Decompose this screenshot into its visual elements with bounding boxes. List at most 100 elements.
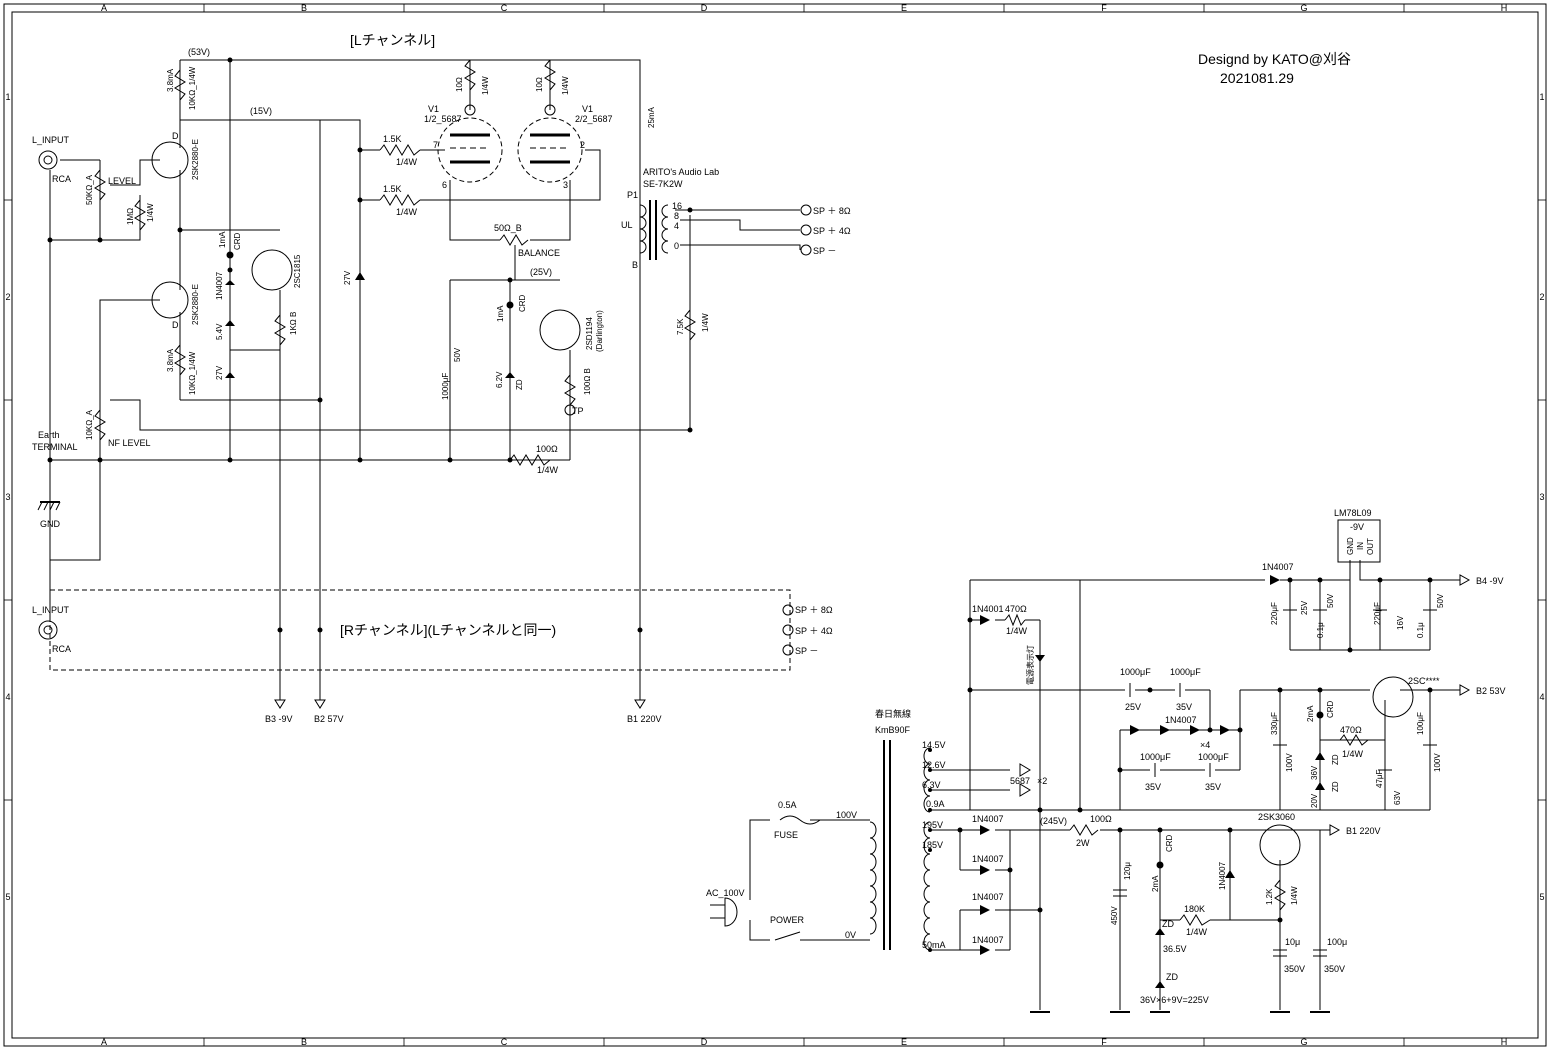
- cap-v-label: 100V: [1433, 753, 1442, 772]
- b2-rail-label: B2 57V: [314, 714, 344, 724]
- reg-pin: OUT: [1366, 538, 1375, 555]
- crd-label: CRD: [1326, 700, 1335, 718]
- r100-w-label: 2W: [1076, 838, 1090, 848]
- r470-label: 470Ω: [1005, 604, 1027, 614]
- ccs-tr-label: 2SD1194: [585, 317, 594, 350]
- cap-v-label: 450V: [1110, 906, 1119, 925]
- col-label: D: [701, 3, 708, 13]
- r-sp4-label: SP ＋ 4Ω: [795, 626, 833, 636]
- balance-label: BALANCE: [518, 248, 560, 258]
- spm-label: SP －: [813, 246, 836, 256]
- col-label: H: [1501, 1037, 1508, 1047]
- brand-label: ARITO's Audio Lab: [643, 167, 719, 177]
- r10-w-label: 1/4W: [561, 76, 570, 95]
- cap-v-label: 16V: [1396, 615, 1405, 630]
- cap-label: 1000μF: [1140, 752, 1171, 762]
- r-bot-label: 10KΩ_1/4W: [188, 351, 197, 395]
- reg-pin: GND: [1346, 537, 1355, 555]
- col-label: H: [1501, 3, 1508, 13]
- ma-label: 2mA: [1151, 875, 1160, 892]
- r15b-w-label: 1/4W: [396, 207, 418, 217]
- r180-w-label: 1/4W: [1186, 927, 1208, 937]
- l-channel-title: [Lチャンネル]: [350, 32, 435, 48]
- trans-model-label: KmB90F: [875, 725, 911, 735]
- nf-level-label: NF LEVEL: [108, 438, 151, 448]
- v1-label: V1: [582, 104, 593, 114]
- crd-label: CRD: [233, 232, 242, 250]
- r-channel-title: [Rチャンネル](Lチャンネルと同一): [340, 622, 556, 638]
- zener-label: 5.4V: [215, 323, 224, 340]
- cap-label: 1000μF: [1170, 667, 1201, 677]
- drawing-frame: A B C D E F G H A B C D E F G H 1 2 3 4 …: [3, 3, 1547, 1047]
- row-label: 3: [5, 492, 10, 502]
- cap-label: 220μF: [1373, 602, 1382, 625]
- cap-label: 10μ: [1285, 937, 1300, 947]
- zd-v-label: 36.5V: [1163, 944, 1187, 954]
- r1m-label: 1MΩ: [126, 208, 135, 225]
- date-label: 2021081.29: [1220, 70, 1294, 86]
- r180-label: 180K: [1184, 904, 1205, 914]
- ul-label: UL: [621, 220, 633, 230]
- r15a-label: 1.5K: [383, 134, 402, 144]
- ccs-zd-lbl: ZD: [515, 379, 524, 390]
- reg-v-label: -9V: [1350, 522, 1364, 532]
- r12k-label: 1.2K: [1265, 888, 1274, 905]
- tap-label: 195V: [922, 820, 943, 830]
- ccs-pot-label: 100Ω B: [583, 368, 592, 395]
- cap-label: 0.1μ: [1316, 622, 1325, 638]
- zd-label: ZD: [1331, 754, 1340, 765]
- v245-label: (245V): [1040, 816, 1067, 826]
- tap-label: 0.9A: [926, 799, 945, 809]
- ccs-zd-label: 6.2V: [495, 371, 504, 388]
- cap-label: 0.1μ: [1416, 622, 1425, 638]
- col-label: E: [901, 3, 907, 13]
- cap-label: 220μF: [1270, 602, 1279, 625]
- transistor-label: 2SC1815: [293, 254, 302, 288]
- row-label: 2: [1539, 292, 1544, 302]
- cap-label: 47μF: [1375, 769, 1384, 788]
- cap-v-label: 50V: [1436, 593, 1445, 608]
- fuse-label: FUSE: [774, 830, 798, 840]
- ccs-tr-note: (Darlington): [595, 310, 604, 352]
- cap-label: 1000μF: [1120, 667, 1151, 677]
- cap-v-label: 100V: [1285, 753, 1294, 772]
- ccs-cap-label: 1000μF: [441, 373, 450, 400]
- diode-label: 1N4007: [972, 814, 1004, 824]
- r100-w-label: 1/4W: [537, 465, 559, 475]
- row-label: 4: [5, 692, 10, 702]
- cap-label: 100μF: [1416, 712, 1425, 735]
- cur-top-label: 3.8mA: [166, 68, 175, 92]
- col-label: A: [101, 3, 107, 13]
- diode-label: 1N4007: [1262, 562, 1294, 572]
- diode-label: 1N4007: [972, 935, 1004, 945]
- psu-components: [710, 519, 1471, 1013]
- earth-label: Earth: [38, 430, 60, 440]
- col-label: E: [901, 1037, 907, 1047]
- r15b-label: 1.5K: [383, 184, 402, 194]
- crd-label: CRD: [1165, 834, 1174, 852]
- designer-label: Designd by KATO@刈谷: [1198, 51, 1351, 67]
- v1-label: V1: [428, 104, 439, 114]
- r-top-label: 10KΩ_1/4W: [188, 66, 197, 110]
- sp4-label: SP ＋ 4Ω: [813, 226, 851, 236]
- tap-label: 12.6V: [922, 760, 946, 770]
- cap-label: 120μ: [1123, 862, 1132, 880]
- l-input-label: L_INPUT: [32, 135, 70, 145]
- tap-label: 8: [674, 211, 679, 221]
- v15-label: (15V): [250, 106, 272, 116]
- bal-pot-label: 50Ω_B: [494, 223, 522, 233]
- cap-label: 100μ: [1327, 937, 1347, 947]
- tap-label: 4: [674, 221, 679, 231]
- col-label: C: [501, 3, 508, 13]
- tr-label: 2SC****: [1408, 676, 1440, 686]
- r75-label: 7.5K: [676, 318, 685, 335]
- model-label: SE-7K2W: [643, 179, 683, 189]
- tp-label: TP: [572, 406, 584, 416]
- row-label: 5: [1539, 892, 1544, 902]
- v1b-label: 2/2_5687: [575, 114, 613, 124]
- col-label: F: [1101, 3, 1107, 13]
- mult-label: ×4: [1200, 740, 1210, 750]
- drain-label: D: [172, 320, 179, 330]
- diode-label: 1N4007: [1165, 715, 1197, 725]
